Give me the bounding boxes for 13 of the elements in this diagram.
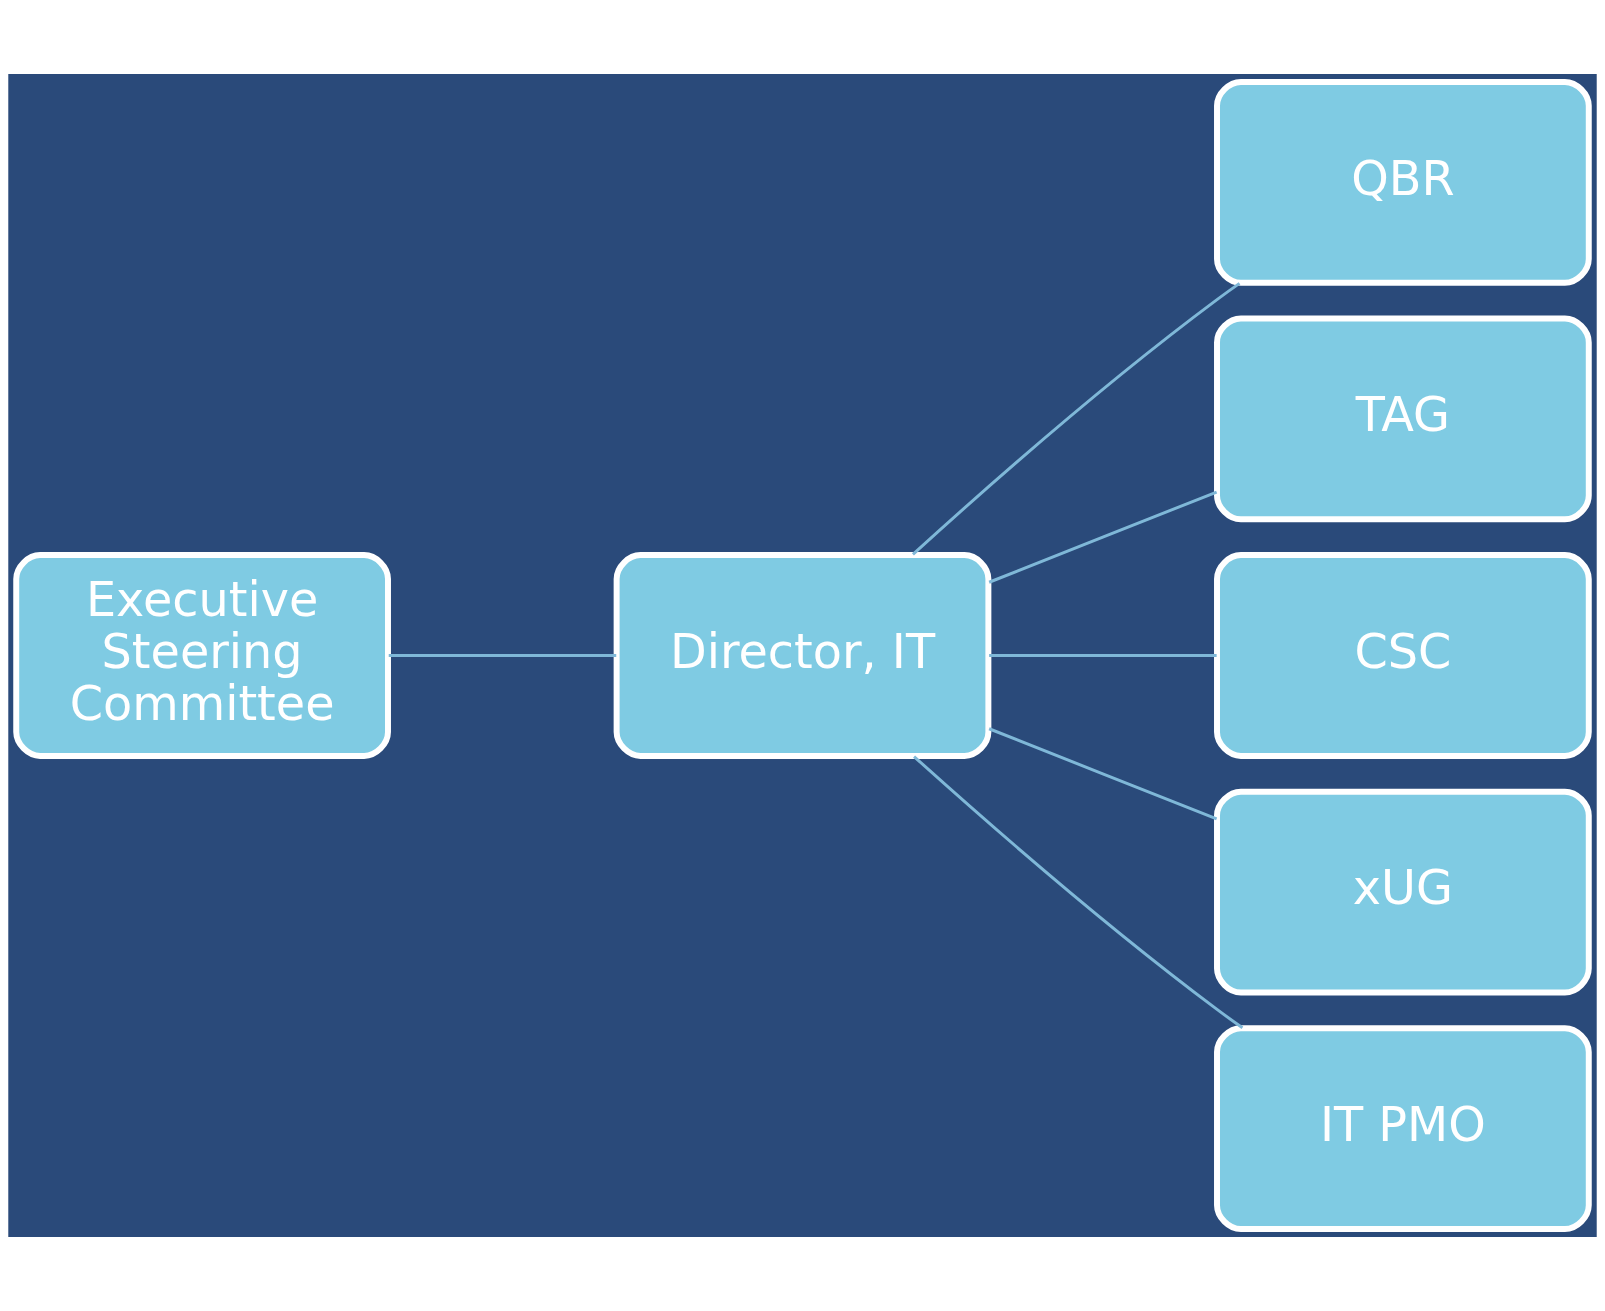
connector (988, 727, 1218, 821)
node-box: Executive Steering Committee (13, 552, 391, 759)
node-box: CSC (1214, 552, 1592, 759)
node-box: Director, IT (613, 552, 992, 759)
connector (989, 654, 1217, 657)
node-box: IT PMO (1214, 1025, 1592, 1233)
connector (911, 282, 1241, 556)
node-box: QBR (1214, 78, 1592, 286)
node-box: TAG (1214, 315, 1592, 523)
connector (388, 654, 617, 657)
connector (913, 755, 1244, 1030)
node-box: xUG (1214, 788, 1592, 996)
connector (988, 490, 1218, 584)
